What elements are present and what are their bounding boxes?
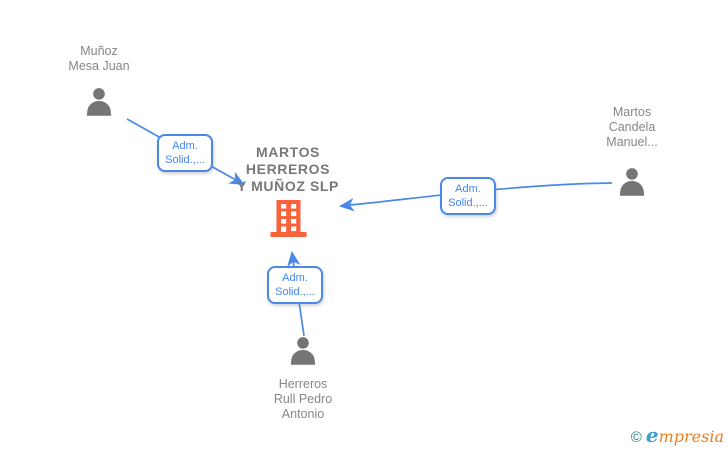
edge-label-line: Adm. <box>172 140 198 152</box>
empresia-logo[interactable]: © empresia <box>631 423 724 447</box>
edge-label-line: Adm. <box>455 183 481 195</box>
company-name-line: MARTOS <box>255 144 320 160</box>
brand-text: mpresia <box>658 427 724 446</box>
node-person-herreros-rull-pedro-antonio[interactable]: Herreros Rull Pedro Antonio <box>243 335 363 422</box>
person-name-line: Martos <box>612 105 652 119</box>
company-name: MARTOS HERREROS Y MUÑOZ SLP <box>208 144 368 195</box>
node-person-munoz-mesa-juan[interactable]: Muñoz Mesa Juan <box>39 44 159 125</box>
person-name-line: Herreros <box>278 377 328 391</box>
edge-label-line: Solid.,... <box>165 154 205 166</box>
person-name-line: Antonio <box>281 407 325 421</box>
node-person-martos-candela-manuel[interactable]: Martos Candela Manuel... <box>572 105 692 205</box>
company-name-line: HERREROS <box>245 161 331 177</box>
person-name-line: Candela <box>608 120 656 134</box>
person-icon <box>82 86 116 120</box>
person-name-line: Rull Pedro <box>273 392 333 406</box>
brand-wordmark: empresia <box>646 423 724 447</box>
building-icon <box>270 200 307 237</box>
person-icon <box>286 335 320 369</box>
edge-label-line: Adm. <box>282 272 308 284</box>
edge-label-line: Solid.,... <box>448 197 488 209</box>
company-name-line: Y MUÑOZ SLP <box>236 178 340 194</box>
person-icon <box>615 166 649 200</box>
person-name: Muñoz Mesa Juan <box>39 44 159 74</box>
person-name-line: Manuel... <box>606 135 658 149</box>
brand-letter-e: e <box>645 423 659 447</box>
node-company-martos-herreros-y-munoz-slp[interactable]: MARTOS HERREROS Y MUÑOZ SLP <box>208 144 368 242</box>
person-name: Herreros Rull Pedro Antonio <box>243 377 363 422</box>
edge-label-line: Solid.,... <box>275 286 315 298</box>
edge-label-adm-solid-herreros[interactable]: Adm. Solid.,... <box>267 266 323 304</box>
person-name-line: Muñoz <box>80 44 118 58</box>
edge-label-adm-solid-martos[interactable]: Adm. Solid.,... <box>440 177 496 215</box>
person-name-line: Mesa Juan <box>68 59 130 73</box>
copyright-icon: © <box>630 429 642 446</box>
person-name: Martos Candela Manuel... <box>572 105 692 150</box>
edge-label-adm-solid-munoz[interactable]: Adm. Solid.,... <box>157 134 213 172</box>
